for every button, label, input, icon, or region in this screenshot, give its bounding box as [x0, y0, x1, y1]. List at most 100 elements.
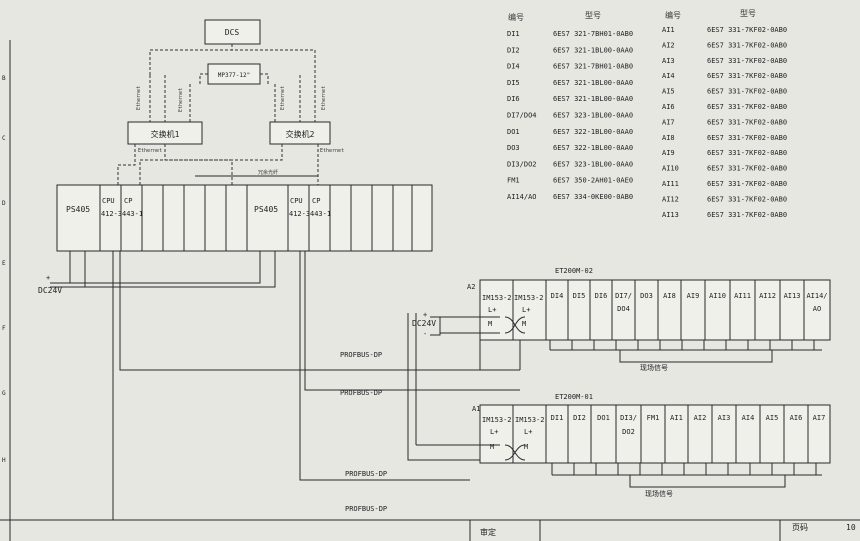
et200m-01-field-signal: 现场信号	[645, 489, 673, 498]
table-right-model-3: 6ES7 331-7KF02-0AB0	[707, 72, 787, 80]
et200m-02-tag: A2	[467, 283, 475, 291]
table-right-model-8: 6ES7 331-7KF02-0AB0	[707, 149, 787, 157]
et200m-02-module-2: DI6	[595, 292, 608, 300]
table-right-model-5: 6ES7 331-7KF02-0AB0	[707, 103, 787, 111]
et200m-02-module-3: DI7/	[615, 292, 632, 300]
table-right-model-4: 6ES7 331-7KF02-0AB0	[707, 88, 787, 96]
table-left-model-0: 6ES7 321-7BH01-0AB0	[553, 30, 633, 38]
table-left-code-10: AI14/AO	[507, 193, 537, 201]
cp1-label: CP	[124, 197, 132, 205]
et200m-01-module-0: DI1	[551, 414, 564, 422]
et200m-02-module-7: AI10	[709, 292, 726, 300]
table-right-code-9: AI10	[662, 165, 679, 173]
et200m-01-lplus-1: L+	[490, 428, 498, 436]
svg-text:-: -	[423, 330, 427, 338]
table-left-code-4: DI6	[507, 95, 520, 103]
table-right-model-7: 6ES7 331-7KF02-0AB0	[707, 134, 787, 142]
et200m-02-station	[479, 279, 831, 341]
cp2-model: 443-1	[310, 210, 331, 218]
et200m-02-module-10: AI13	[784, 292, 801, 300]
et200m-01-module-3: DI3/	[620, 414, 637, 422]
table-left-model-10: 6ES7 334-0KE00-0AB0	[553, 193, 633, 201]
et200m-01-title: ET200M-01	[555, 393, 593, 401]
margin-letter-0: B	[2, 75, 6, 82]
table-left-code-8: DI3/DO2	[507, 160, 537, 168]
margin-letter-3: E	[2, 260, 6, 267]
table-left-code-5: DI7/DO4	[507, 112, 537, 120]
margin-letter-1: C	[2, 135, 6, 142]
table-right-code-10: AI11	[662, 180, 679, 188]
table-right-model-1: 6ES7 331-7KF02-0AB0	[707, 41, 787, 49]
rack-dc24v-label: DC24V	[38, 286, 62, 295]
margin-letter-4: F	[2, 325, 6, 332]
profibus-label-1: PROFBUS-DP	[340, 351, 382, 359]
et200m-02-module-sub-11: AO	[813, 305, 821, 313]
et200m-02-m-1: M	[488, 320, 492, 328]
table-right-code-4: AI5	[662, 88, 675, 96]
table-left-code-9: FM1	[507, 177, 520, 185]
table-right-code-5: AI6	[662, 103, 675, 111]
svg-text:Ethernet: Ethernet	[178, 88, 184, 112]
controller-rack	[56, 184, 433, 252]
svg-text:+: +	[46, 274, 50, 282]
footer-page-number: 10	[846, 523, 856, 532]
ps2-label: PS405	[254, 205, 278, 214]
table-left-model-8: 6ES7 323-1BL00-0AA0	[553, 160, 633, 168]
et200m-01-module-1: DI2	[573, 414, 586, 422]
ps1-label: PS405	[66, 205, 90, 214]
margin-letter-5: G	[2, 390, 6, 397]
et200m-02-m-2: M	[522, 320, 526, 328]
table-left-model-2: 6ES7 321-7BH01-0AB0	[553, 63, 633, 71]
et200m-02-im2: IM153-2	[514, 294, 544, 302]
table-header-code-2: 编号	[665, 10, 681, 20]
et200m-02-module-9: AI12	[759, 292, 776, 300]
et200m-01-module-7: AI3	[718, 414, 731, 422]
et200m-02-module-5: AI8	[663, 292, 676, 300]
cpu2-label: CPU	[290, 197, 303, 205]
et200m-01-m-2: M	[524, 443, 528, 451]
et200m-02-dc24v: DC24V	[412, 319, 436, 328]
switch1-label: 交换机1	[151, 129, 180, 139]
ethernet-note-2: Ethernet	[320, 148, 344, 154]
svg-text:Ethernet: Ethernet	[136, 86, 142, 110]
cp1-model: 443-1	[122, 210, 143, 218]
table-left-code-0: DI1	[507, 30, 520, 38]
et200m-02-module-8: AI11	[734, 292, 751, 300]
margin-letter-6: H	[2, 457, 6, 464]
et200m-01-module-6: AI2	[694, 414, 707, 422]
et200m-01-module-9: AI5	[766, 414, 779, 422]
et200m-02-lplus-2: L+	[522, 306, 530, 314]
switch2-box	[269, 121, 331, 145]
svg-text:+: +	[423, 311, 427, 319]
table-left-model-9: 6ES7 350-2AH01-0AE0	[553, 177, 633, 185]
ethernet-note-1: Ethernet	[138, 148, 162, 154]
table-left-model-1: 6ES7 321-1BL00-0AA0	[553, 46, 633, 54]
table-right-code-6: AI7	[662, 118, 675, 126]
table-left-code-2: DI4	[507, 63, 520, 71]
et200m-02-module-0: DI4	[551, 292, 564, 300]
et200m-01-m-1: M	[490, 443, 494, 451]
switch2-label: 交换机2	[286, 129, 315, 139]
table-right-code-2: AI3	[662, 57, 675, 65]
table-left-code-3: DI5	[507, 79, 520, 87]
et200m-01-module-11: AI7	[813, 414, 826, 422]
et200m-01-module-sub-3: DO2	[622, 428, 635, 436]
cpu2-model: 412-3	[289, 210, 310, 218]
table-right-code-0: AI1	[662, 26, 675, 34]
et200m-02-module-sub-3: DO4	[617, 305, 630, 313]
et200m-01-module-4: FM1	[647, 414, 660, 422]
table-right-model-9: 6ES7 331-7KF02-0AB0	[707, 165, 787, 173]
et200m-01-module-2: DO1	[597, 414, 610, 422]
et200m-01-im2: IM153-2	[515, 416, 545, 424]
table-left-model-5: 6ES7 323-1BL00-0AA0	[553, 112, 633, 120]
footer-review-label: 审定	[480, 527, 496, 537]
table-left-code-6: DO1	[507, 128, 520, 136]
margin-letter-2: D	[2, 200, 6, 207]
table-right-model-11: 6ES7 331-7KF02-0AB0	[707, 195, 787, 203]
table-header-code-1: 编号	[508, 12, 524, 22]
table-right-model-6: 6ES7 331-7KF02-0AB0	[707, 118, 787, 126]
table-right-model-0: 6ES7 331-7KF02-0AB0	[707, 26, 787, 34]
table-right-code-12: AI13	[662, 211, 679, 219]
dcs-label: DCS	[225, 28, 240, 37]
table-right-model-10: 6ES7 331-7KF02-0AB0	[707, 180, 787, 188]
